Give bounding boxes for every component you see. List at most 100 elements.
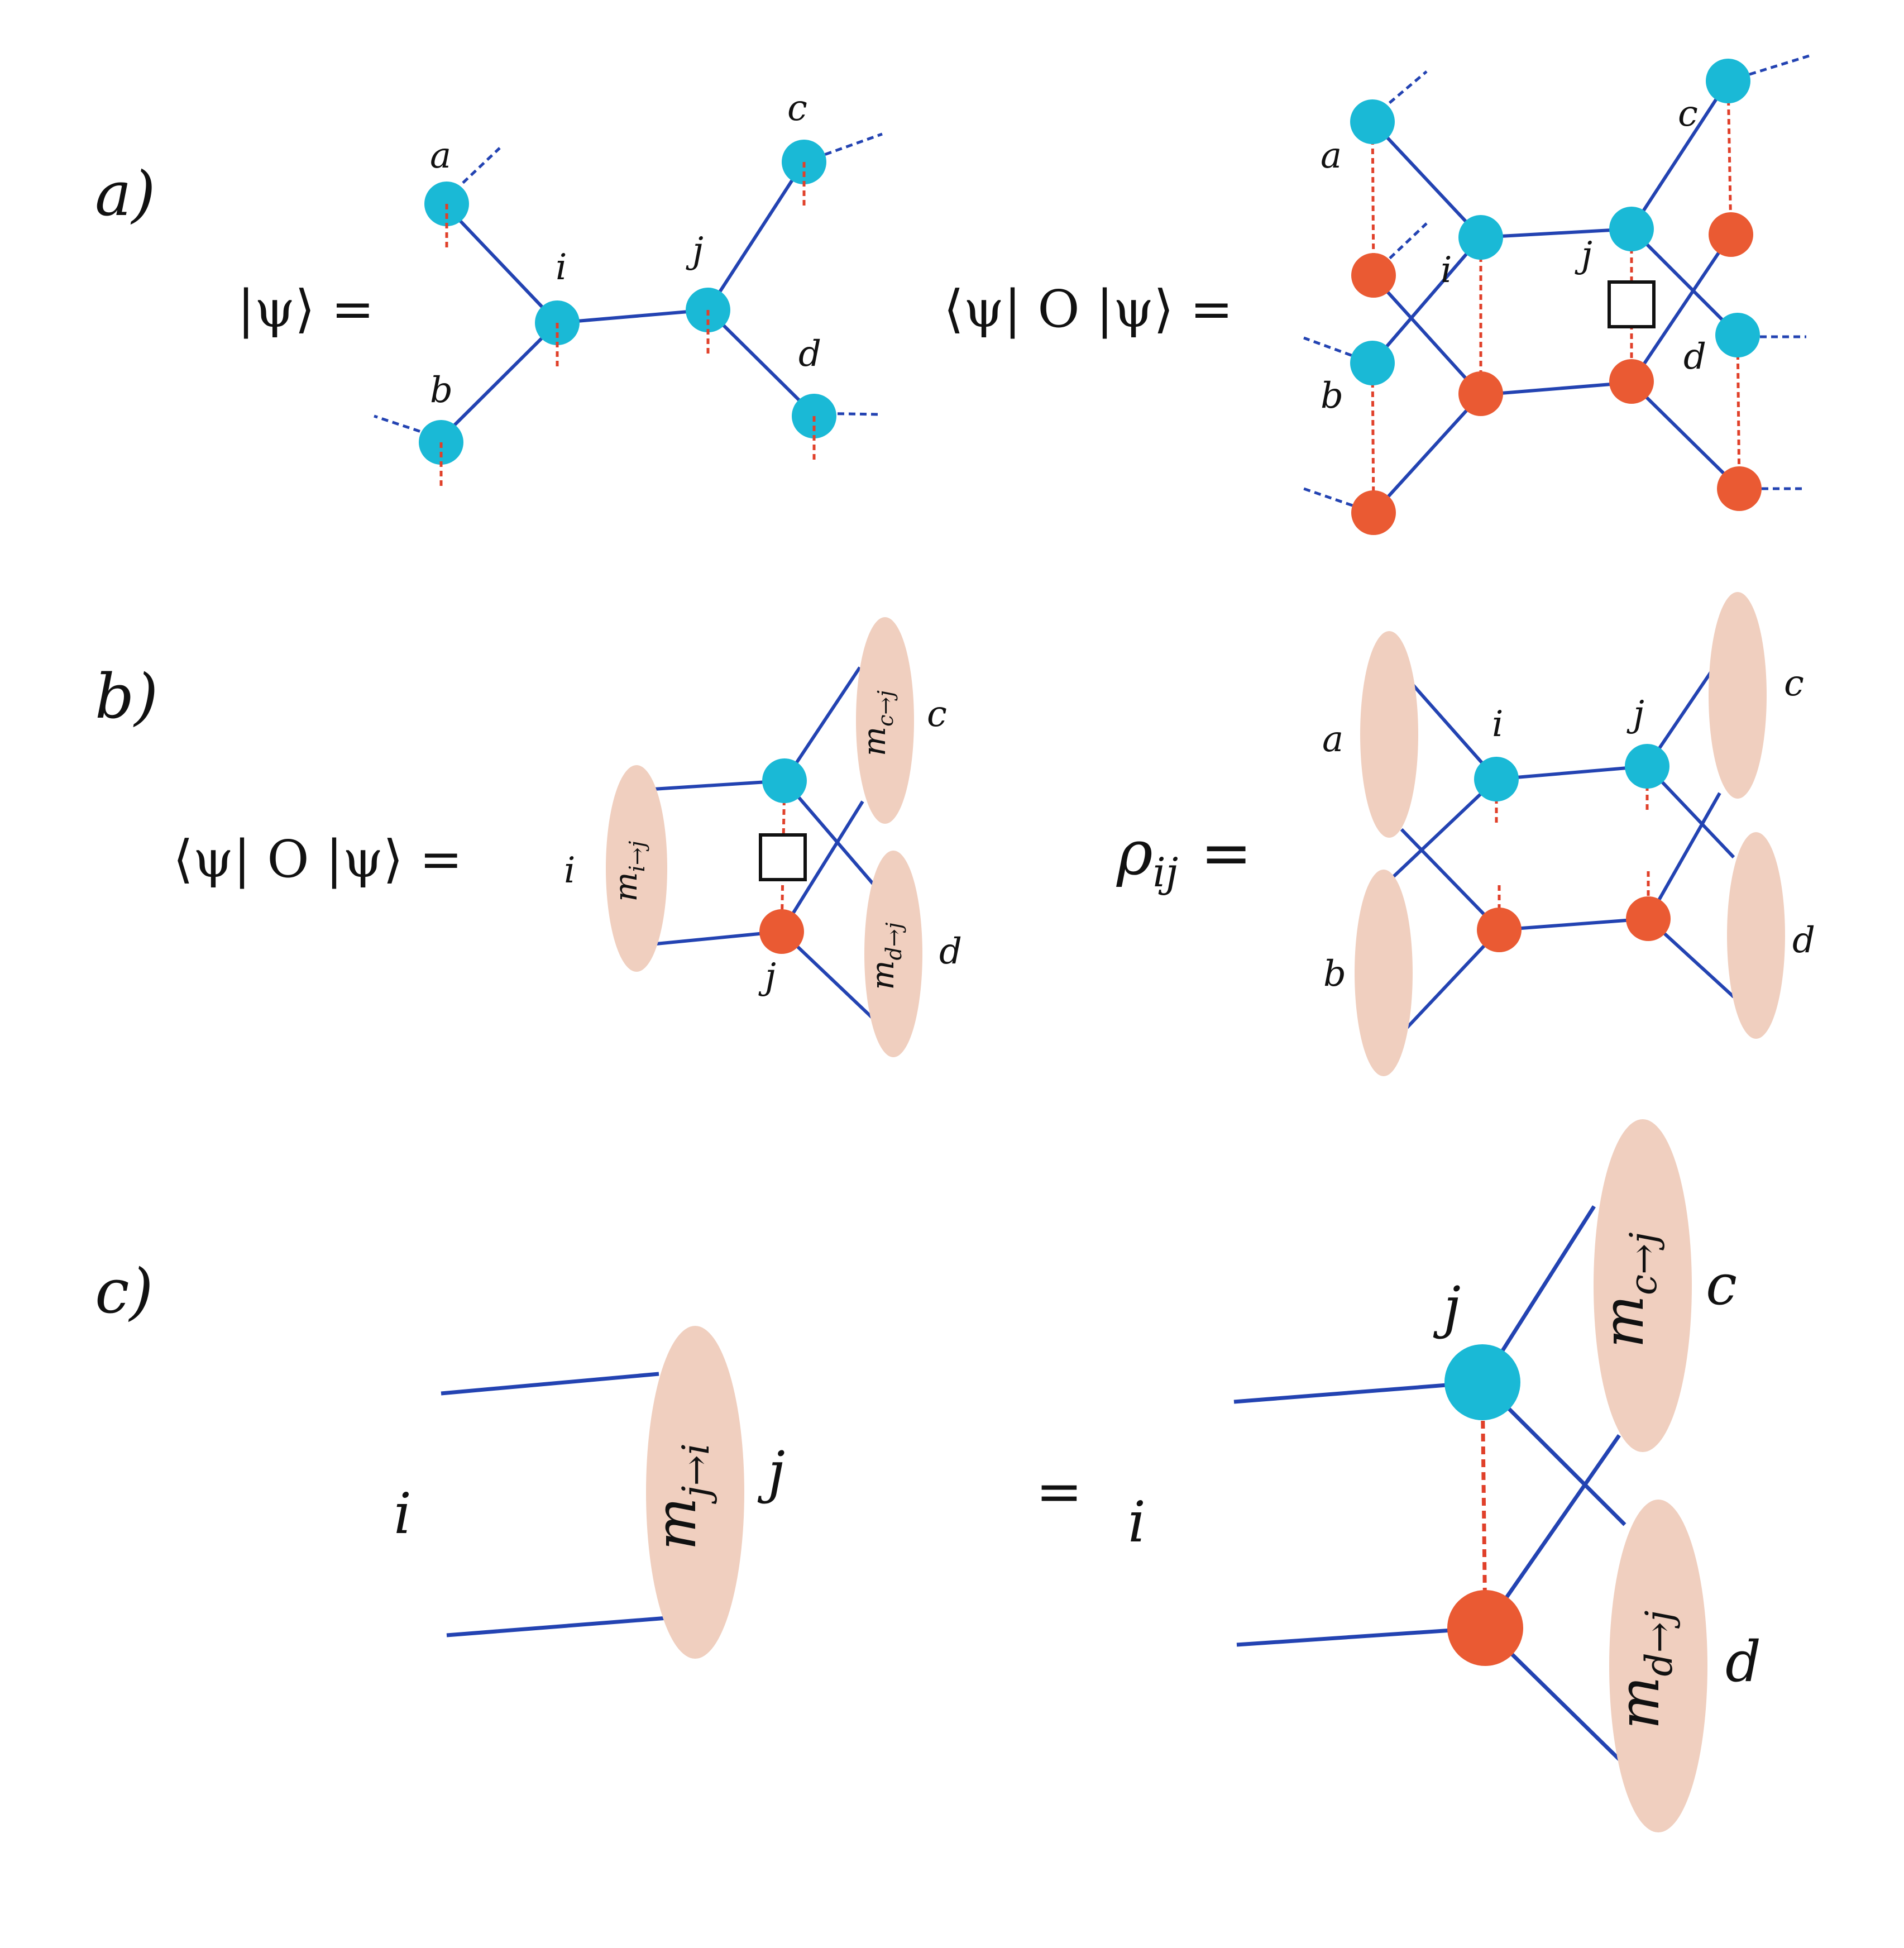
- lhs-label-j: j: [757, 1439, 785, 1505]
- rdm-bra-a-i: [1400, 828, 1501, 932]
- rdm-bra-c-j: [1647, 792, 1721, 920]
- bond-c-j: [706, 161, 806, 311]
- bra-bond-b-i: [1372, 393, 1482, 514]
- env-ellipse-b: [1355, 870, 1413, 1076]
- dl-label-j: j: [1575, 235, 1592, 276]
- rdm-label-d: d: [1792, 920, 1815, 961]
- rhs-bra-tensor-j: [1447, 1590, 1523, 1666]
- rhs-message-label-d: md→j: [1606, 1611, 1681, 1730]
- bra-tensor-d: [1717, 466, 1762, 511]
- rhs-message-c-m: m: [1591, 1295, 1656, 1348]
- ket-bond-i-j: [1480, 227, 1632, 239]
- rdm-label-i: i: [1492, 704, 1503, 745]
- rhs-label-j: j: [1433, 1274, 1461, 1340]
- message-label-c-to-j: mc→j: [857, 690, 898, 756]
- rdm-label-b: b: [1323, 953, 1346, 995]
- rhs-label-c: c: [1706, 1252, 1737, 1317]
- bra-bond-d-j: [1630, 381, 1741, 490]
- site-label-i: i: [556, 247, 567, 288]
- rhs-ellipse-d: [1609, 1500, 1707, 1832]
- bra-tensor-j: [1609, 359, 1654, 404]
- panel-b: b) ⟨ψ| O |ψ⟩ = mi→j mc→j md→j: [95, 592, 1815, 1076]
- bra-bond-i-j: [1480, 381, 1632, 397]
- message-ellipse-d: [864, 851, 922, 1057]
- site-label-j: j: [686, 230, 704, 271]
- site-label-b: b: [430, 370, 453, 411]
- site-label-d: d: [798, 333, 821, 375]
- dl-label-b: b: [1321, 375, 1343, 417]
- rhs-message-label-c: mc→j: [1591, 1232, 1665, 1348]
- bra-tensor-i: [1458, 371, 1503, 416]
- bra-bond-c-j: [1630, 233, 1733, 384]
- message-j-sub: j→i: [674, 1443, 717, 1505]
- rdm-label-a: a: [1322, 719, 1343, 760]
- rdm-label-c: c: [1784, 663, 1804, 704]
- mc-label-i: i: [564, 850, 575, 891]
- mc-bond-j-d-top: [783, 780, 878, 889]
- rho-equals: =: [1200, 817, 1252, 889]
- mc-ket-tensor-j: [762, 758, 807, 803]
- message-j-to-i-lhs: mj→i i j: [394, 1326, 785, 1659]
- message-i-to-j: mi→j: [606, 765, 667, 972]
- message-ellipse-i: [606, 765, 667, 972]
- lhs-bond-top: [441, 1372, 659, 1396]
- rdm-label-j: j: [1626, 694, 1644, 735]
- message-d-m: m: [865, 960, 901, 990]
- message-c-to-j: mc→j: [856, 617, 914, 824]
- mc-phys-contract: [780, 780, 786, 932]
- site-label-c: c: [787, 88, 807, 129]
- bond-a-i: [445, 205, 559, 324]
- bra-tensor-a: [1351, 253, 1396, 298]
- message-d-sub: d→j: [882, 922, 906, 960]
- message-ellipse-c: [856, 617, 914, 824]
- expectation-equation-b: ⟨ψ| O |ψ⟩ =: [173, 829, 462, 889]
- panel-c-label: c): [95, 1255, 154, 1327]
- ket-tensor-b: [1350, 341, 1395, 385]
- mc-label-j: j: [758, 956, 776, 997]
- ket-bond-d-j: [1630, 227, 1739, 337]
- ket-network: a b i j c d: [374, 88, 883, 487]
- rdm-bra-bond-i-j: [1499, 917, 1649, 932]
- rdm-bra-tensor-j: [1626, 896, 1671, 941]
- site-label-a: a: [430, 135, 451, 176]
- ket-bond-b-i: [1371, 236, 1482, 364]
- bra-tensor-c: [1709, 212, 1753, 257]
- rho-subscript: ij: [1153, 849, 1178, 896]
- phys-contract-a: [1371, 120, 1375, 277]
- rhs-bond-j-c-bottom: [1484, 1434, 1621, 1629]
- ket-bond-a-i: [1371, 120, 1482, 239]
- rdm-bra-b-i: [1405, 928, 1501, 1029]
- rho-symbol: ρ: [1116, 817, 1153, 889]
- panel-a-label: a): [95, 158, 156, 230]
- rdm-ket-tensor-i: [1474, 757, 1519, 801]
- message-i-sub: i→j: [625, 841, 649, 872]
- double-layer-network: a b i j c d: [1303, 54, 1810, 535]
- mc-label-d: d: [939, 931, 962, 972]
- message-label-i-to-j: mi→j: [608, 841, 649, 901]
- phys-contract-c: [1726, 80, 1733, 235]
- rhs-message-d-m: m: [1606, 1677, 1672, 1730]
- ket-tensor-i: [1458, 215, 1503, 260]
- message-label-j-to-i: mj→i: [643, 1443, 717, 1550]
- rhs-message-d-sub: d→j: [1638, 1611, 1681, 1677]
- rhs-bond-top: [1233, 1380, 1483, 1404]
- bond-d-j: [706, 308, 814, 415]
- ket-tensor-d: [1715, 313, 1760, 357]
- rhs-bond-bottom: [1236, 1626, 1486, 1647]
- dl-label-a: a: [1321, 135, 1342, 176]
- mc-label-c: c: [927, 694, 947, 735]
- bond-i-j: [557, 308, 709, 324]
- message-c-m: m: [857, 727, 893, 756]
- dl-label-d: d: [1683, 336, 1706, 378]
- phys-contract-d: [1736, 335, 1741, 489]
- rhs-label-i: i: [1128, 1489, 1146, 1555]
- env-ellipse-d: [1727, 832, 1785, 1039]
- env-ellipse-c: [1709, 592, 1767, 799]
- phys-contract-b: [1371, 362, 1375, 513]
- dl-label-c: c: [1678, 93, 1698, 135]
- message-contraction: mi→j mc→j md→j i j c d: [564, 617, 962, 1057]
- panel-b-label: b): [95, 661, 158, 732]
- panel-c: c) mj→i i j = mc→j md→j i j: [95, 1119, 1761, 1832]
- mc-bond-j-c-top: [783, 666, 862, 782]
- bond-b-i: [439, 321, 559, 440]
